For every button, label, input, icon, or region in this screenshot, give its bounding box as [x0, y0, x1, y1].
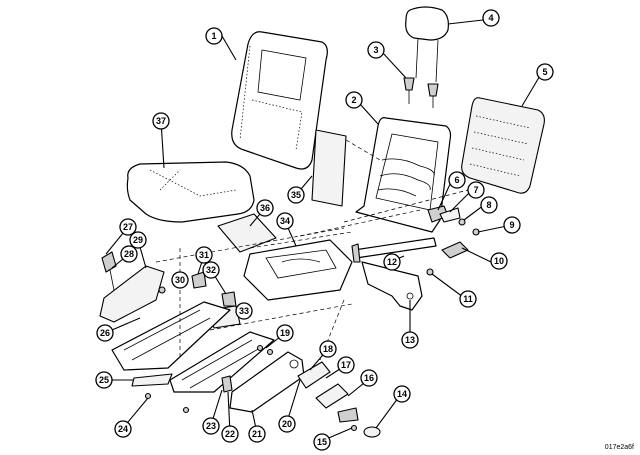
seat-bracket-part [361, 261, 423, 311]
svg-text:4: 4 [488, 13, 493, 23]
callout-32: 32 [202, 261, 220, 279]
callout-12: 12 [383, 253, 401, 271]
callout-3: 3 [367, 41, 385, 59]
svg-text:37: 37 [156, 116, 166, 126]
callout-22: 22 [221, 425, 239, 443]
svg-text:2: 2 [351, 95, 356, 105]
svg-text:21: 21 [252, 429, 262, 439]
callout-19: 19 [276, 324, 294, 342]
cross-tube-part [351, 237, 437, 263]
svg-text:3: 3 [373, 45, 378, 55]
callout-4: 4 [482, 9, 500, 27]
callout-34: 34 [276, 212, 294, 230]
recliner-lever-parts [99, 251, 182, 323]
svg-text:27: 27 [123, 222, 133, 232]
svg-text:22: 22 [225, 429, 235, 439]
callout-24: 24 [114, 420, 132, 438]
callout-23: 23 [202, 417, 220, 435]
svg-text:12: 12 [387, 257, 397, 267]
callout-17: 17 [337, 356, 355, 374]
callout-28: 28 [120, 245, 138, 263]
svg-text:7: 7 [473, 185, 478, 195]
svg-text:13: 13 [405, 335, 415, 345]
callout-26: 26 [96, 324, 114, 342]
callout-30: 30 [171, 271, 189, 289]
callout-35: 35 [287, 186, 305, 204]
svg-text:25: 25 [99, 375, 109, 385]
callout-11: 11 [459, 290, 477, 308]
svg-text:1: 1 [211, 31, 216, 41]
recliner-hardware-parts [426, 205, 480, 276]
callout-9: 9 [503, 216, 521, 234]
seat-cushion-pan-part [243, 231, 353, 301]
svg-text:28: 28 [124, 249, 134, 259]
svg-text:31: 31 [199, 250, 209, 260]
callout-15: 15 [313, 433, 331, 451]
svg-text:30: 30 [175, 275, 185, 285]
callout-21: 21 [248, 425, 266, 443]
svg-text:34: 34 [280, 216, 290, 226]
callout-6: 6 [448, 171, 466, 189]
callout-10: 10 [490, 252, 508, 270]
callout-33: 33 [235, 302, 253, 320]
insulator-pad-part [311, 129, 381, 207]
callout-8: 8 [480, 196, 498, 214]
svg-text:26: 26 [100, 328, 110, 338]
head-restraint-guide-parts [403, 77, 439, 108]
callout-36: 36 [256, 199, 274, 217]
svg-text:36: 36 [260, 203, 270, 213]
svg-text:17: 17 [341, 360, 351, 370]
callout-5: 5 [536, 63, 554, 81]
svg-text:11: 11 [463, 294, 473, 304]
figure-id: 017e2a6f [604, 444, 634, 451]
svg-text:5: 5 [542, 67, 547, 77]
svg-text:19: 19 [280, 328, 290, 338]
callout-7: 7 [467, 181, 485, 199]
callout-13: 13 [401, 331, 419, 349]
callout-37: 37 [152, 112, 170, 130]
callout-25: 25 [95, 371, 113, 389]
callout-2: 2 [345, 91, 363, 109]
head-restraint-part [405, 6, 449, 83]
svg-text:18: 18 [323, 344, 333, 354]
seat-cushion-cover-part [126, 161, 255, 223]
callout-14: 14 [393, 385, 411, 403]
seatback-panel-part [461, 97, 545, 194]
svg-text:9: 9 [509, 220, 514, 230]
svg-text:32: 32 [206, 265, 216, 275]
svg-text:10: 10 [494, 256, 504, 266]
switch-knob-parts [297, 361, 381, 438]
cushion-foam-part [217, 213, 277, 253]
callout-16: 16 [360, 369, 378, 387]
seatback-cover-part [231, 31, 328, 170]
alignment-lines [155, 189, 469, 361]
svg-text:29: 29 [133, 235, 143, 245]
svg-text:33: 33 [239, 306, 249, 316]
svg-text:35: 35 [291, 190, 301, 200]
svg-text:15: 15 [317, 437, 327, 447]
svg-text:24: 24 [118, 424, 128, 434]
svg-text:20: 20 [282, 419, 292, 429]
callout-20: 20 [278, 415, 296, 433]
svg-text:6: 6 [454, 175, 459, 185]
callout-27: 27 [119, 218, 137, 236]
callout-18: 18 [319, 340, 337, 358]
seat-track-assembly-part [111, 301, 275, 400]
svg-text:16: 16 [364, 373, 374, 383]
svg-text:8: 8 [486, 200, 491, 210]
svg-text:14: 14 [397, 389, 407, 399]
callout-29: 29 [129, 231, 147, 249]
callout-31: 31 [195, 246, 213, 264]
svg-text:23: 23 [206, 421, 216, 431]
callout-1: 1 [205, 27, 223, 45]
